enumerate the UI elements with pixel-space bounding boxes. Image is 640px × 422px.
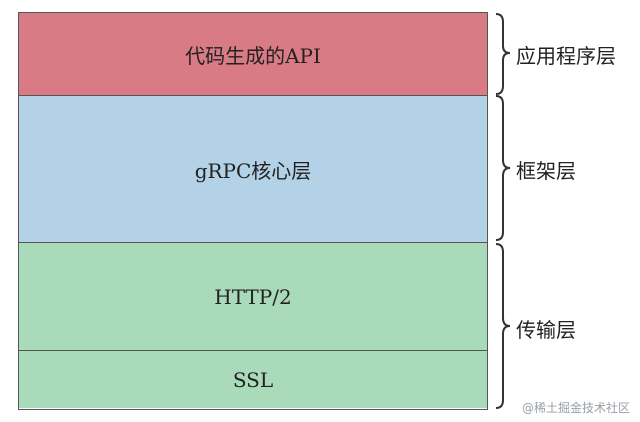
brace-transport bbox=[495, 243, 511, 409]
layer-http2-label: HTTP/2 bbox=[214, 284, 292, 309]
layer-grpc-core: gRPC核心层 bbox=[19, 96, 487, 243]
group-label-application: 应用程序层 bbox=[516, 44, 616, 68]
brace-framework bbox=[495, 95, 511, 241]
brace-application bbox=[495, 13, 511, 95]
protocol-stack-diagram: 代码生成的API gRPC核心层 HTTP/2 SSL bbox=[18, 12, 488, 410]
watermark: @稀土掘金技术社区 bbox=[521, 401, 630, 415]
layer-http2: HTTP/2 bbox=[19, 243, 487, 351]
layer-api-label: 代码生成的API bbox=[185, 43, 321, 68]
group-label-transport: 传输层 bbox=[516, 318, 576, 342]
layer-api: 代码生成的API bbox=[19, 13, 487, 96]
layer-ssl: SSL bbox=[19, 351, 487, 408]
layer-ssl-label: SSL bbox=[232, 367, 274, 392]
group-label-framework: 框架层 bbox=[516, 159, 576, 183]
layer-grpc-core-label: gRPC核心层 bbox=[194, 158, 312, 183]
